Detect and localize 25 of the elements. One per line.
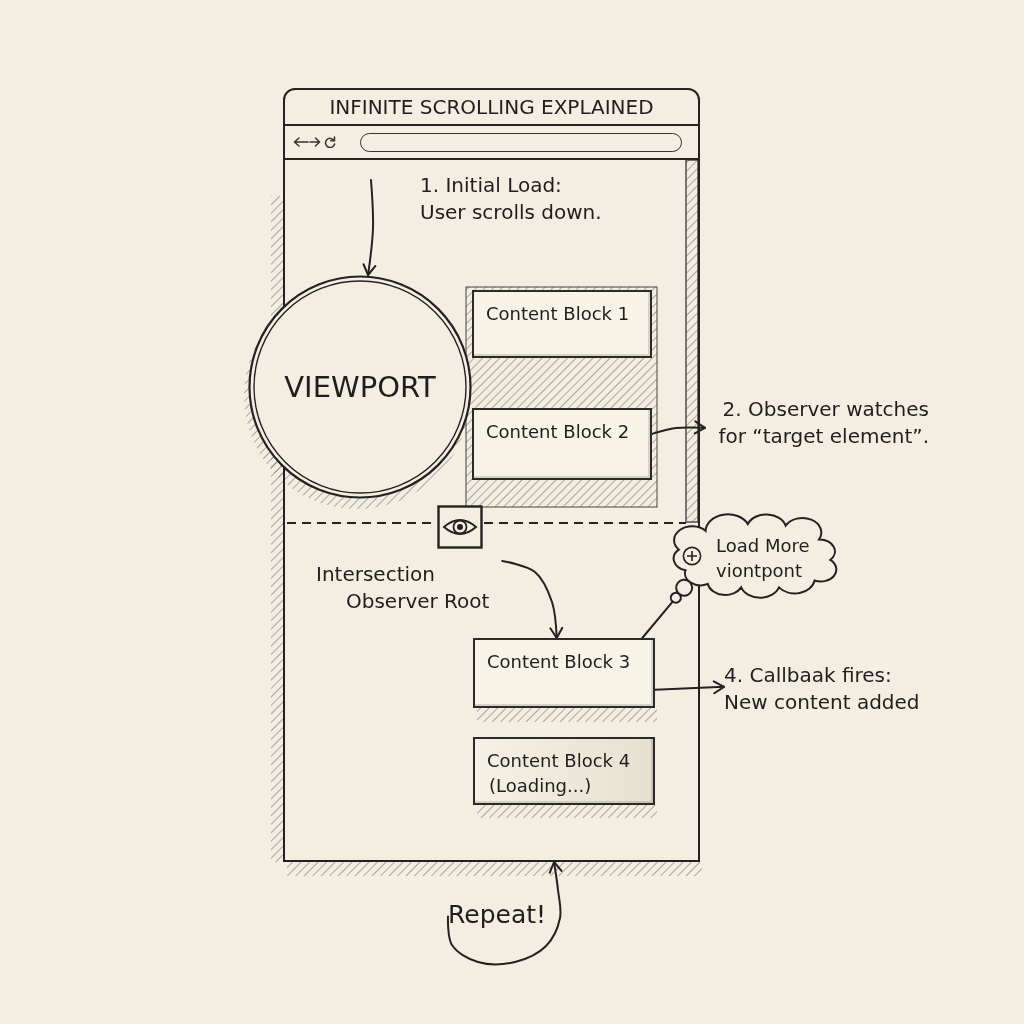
cloud-text: Load More viontpont bbox=[716, 534, 811, 584]
arrow bbox=[651, 420, 706, 435]
block-title: Content Block 1 bbox=[486, 302, 631, 326]
block-note: (Loading...) bbox=[488, 774, 593, 798]
content-block bbox=[473, 638, 655, 708]
arrow bbox=[446, 861, 563, 966]
block-title: Content Block 2 bbox=[486, 420, 631, 444]
thought-bubble-trail bbox=[641, 578, 694, 639]
annotation-text: Intersection Observer Root bbox=[316, 561, 506, 615]
step-note: 1. Initial Load: User scrolls down. bbox=[420, 172, 603, 226]
content-block bbox=[473, 737, 655, 805]
arrow bbox=[501, 560, 564, 639]
step-note: 4. Callbaak fires: New content added bbox=[724, 662, 930, 716]
block-title: Content Block 3 bbox=[487, 650, 632, 674]
window-title: INFINITE SCROLLING EXPLAINED bbox=[329, 95, 654, 119]
step-note: 2. Observer watches for “target element”. bbox=[705, 396, 929, 450]
arrow bbox=[362, 179, 377, 276]
viewport-circle bbox=[248, 275, 472, 499]
content-block bbox=[472, 290, 652, 358]
block-title: Content Block 4 bbox=[487, 749, 632, 773]
content-block bbox=[472, 408, 652, 480]
viewport-label: VIEWPORT bbox=[284, 370, 436, 404]
repeat-label: Repeat! bbox=[448, 898, 547, 932]
arrow bbox=[654, 680, 725, 695]
thought-cloud bbox=[672, 513, 838, 599]
